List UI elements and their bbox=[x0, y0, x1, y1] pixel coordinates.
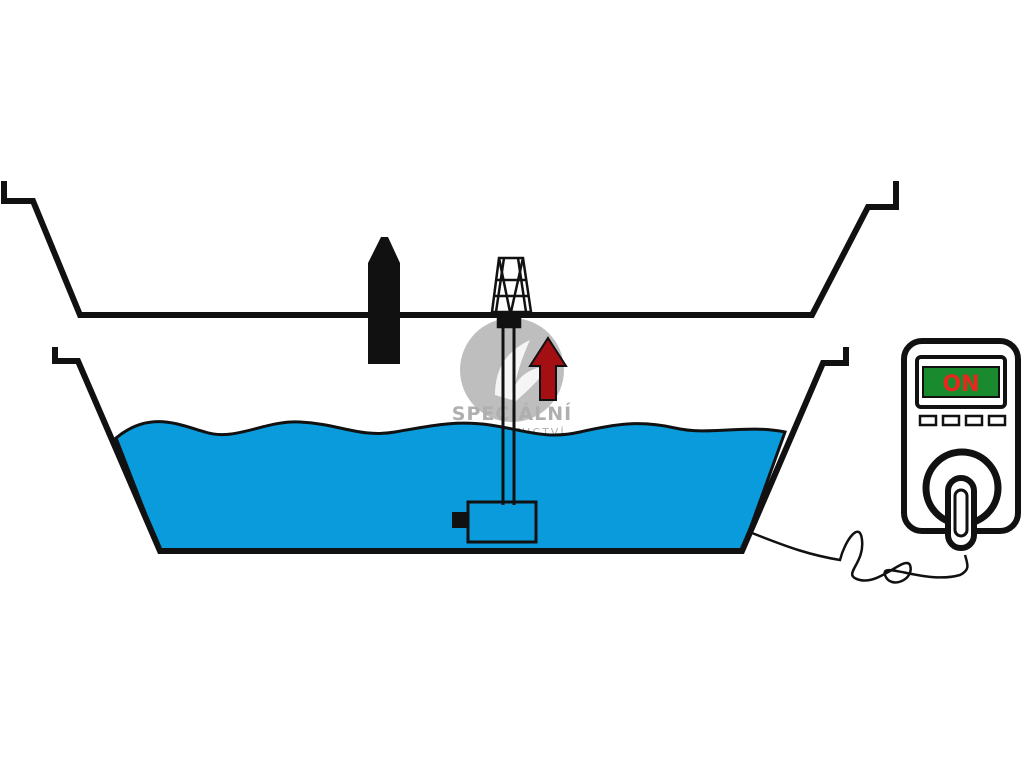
upward-flow-arrow-icon bbox=[528, 336, 568, 401]
timer-button-1 bbox=[918, 414, 938, 427]
plug-in-timer-icon: ON bbox=[901, 338, 1021, 551]
timer-buttons bbox=[918, 414, 1007, 427]
submersible-pump-icon bbox=[452, 500, 538, 544]
upper-tray bbox=[1, 181, 899, 318]
timer-display-text: ON bbox=[942, 372, 979, 397]
water-body bbox=[114, 420, 788, 553]
watermark-line1: SPECIÁLNÍ bbox=[452, 402, 572, 425]
power-cable bbox=[751, 530, 969, 584]
timer-button-3 bbox=[964, 414, 984, 427]
lower-basin bbox=[52, 347, 849, 554]
timer-button-4 bbox=[987, 414, 1007, 427]
timer-display bbox=[922, 366, 1000, 398]
pipe bbox=[501, 327, 516, 505]
float-valve-icon bbox=[368, 237, 400, 364]
spray-nozzle-icon bbox=[490, 256, 533, 329]
watermark-logo-icon bbox=[460, 318, 564, 422]
timer-button-2 bbox=[941, 414, 961, 427]
